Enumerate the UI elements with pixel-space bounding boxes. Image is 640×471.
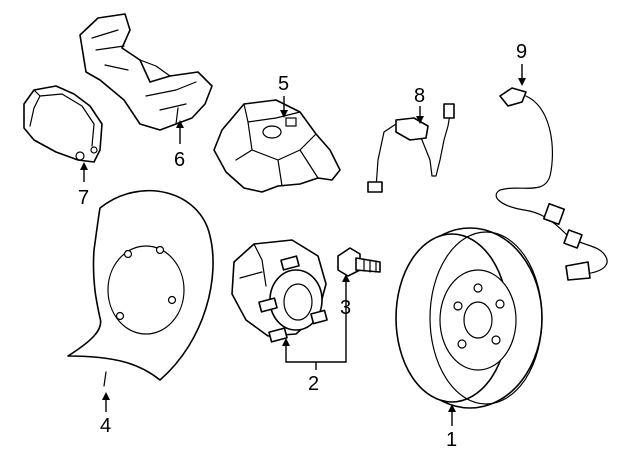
callout-8: 8 (414, 85, 425, 107)
pad-clip-icon (75, 151, 85, 161)
wheel-hub (231, 239, 328, 343)
caliper-bracket (79, 13, 213, 131)
hub-bolt (337, 247, 381, 277)
brake-caliper (213, 99, 341, 193)
callout-7: 7 (78, 187, 89, 209)
leader-lines (80, 64, 526, 426)
callout-6: 6 (174, 149, 185, 171)
brake-hose (367, 103, 455, 193)
callout-2: 2 (308, 373, 319, 395)
callout-3: 3 (340, 297, 351, 319)
callout-9: 9 (516, 41, 527, 63)
splash-shield (67, 189, 214, 387)
callout-labels: 1 2 3 4 5 6 7 8 9 (78, 41, 527, 451)
callout-4: 4 (100, 415, 111, 437)
brake-rotor (395, 227, 543, 409)
callout-5: 5 (278, 73, 289, 95)
brake-pads (23, 85, 103, 163)
wheel-speed-sensor (495, 87, 608, 281)
callout-1: 1 (446, 429, 457, 451)
